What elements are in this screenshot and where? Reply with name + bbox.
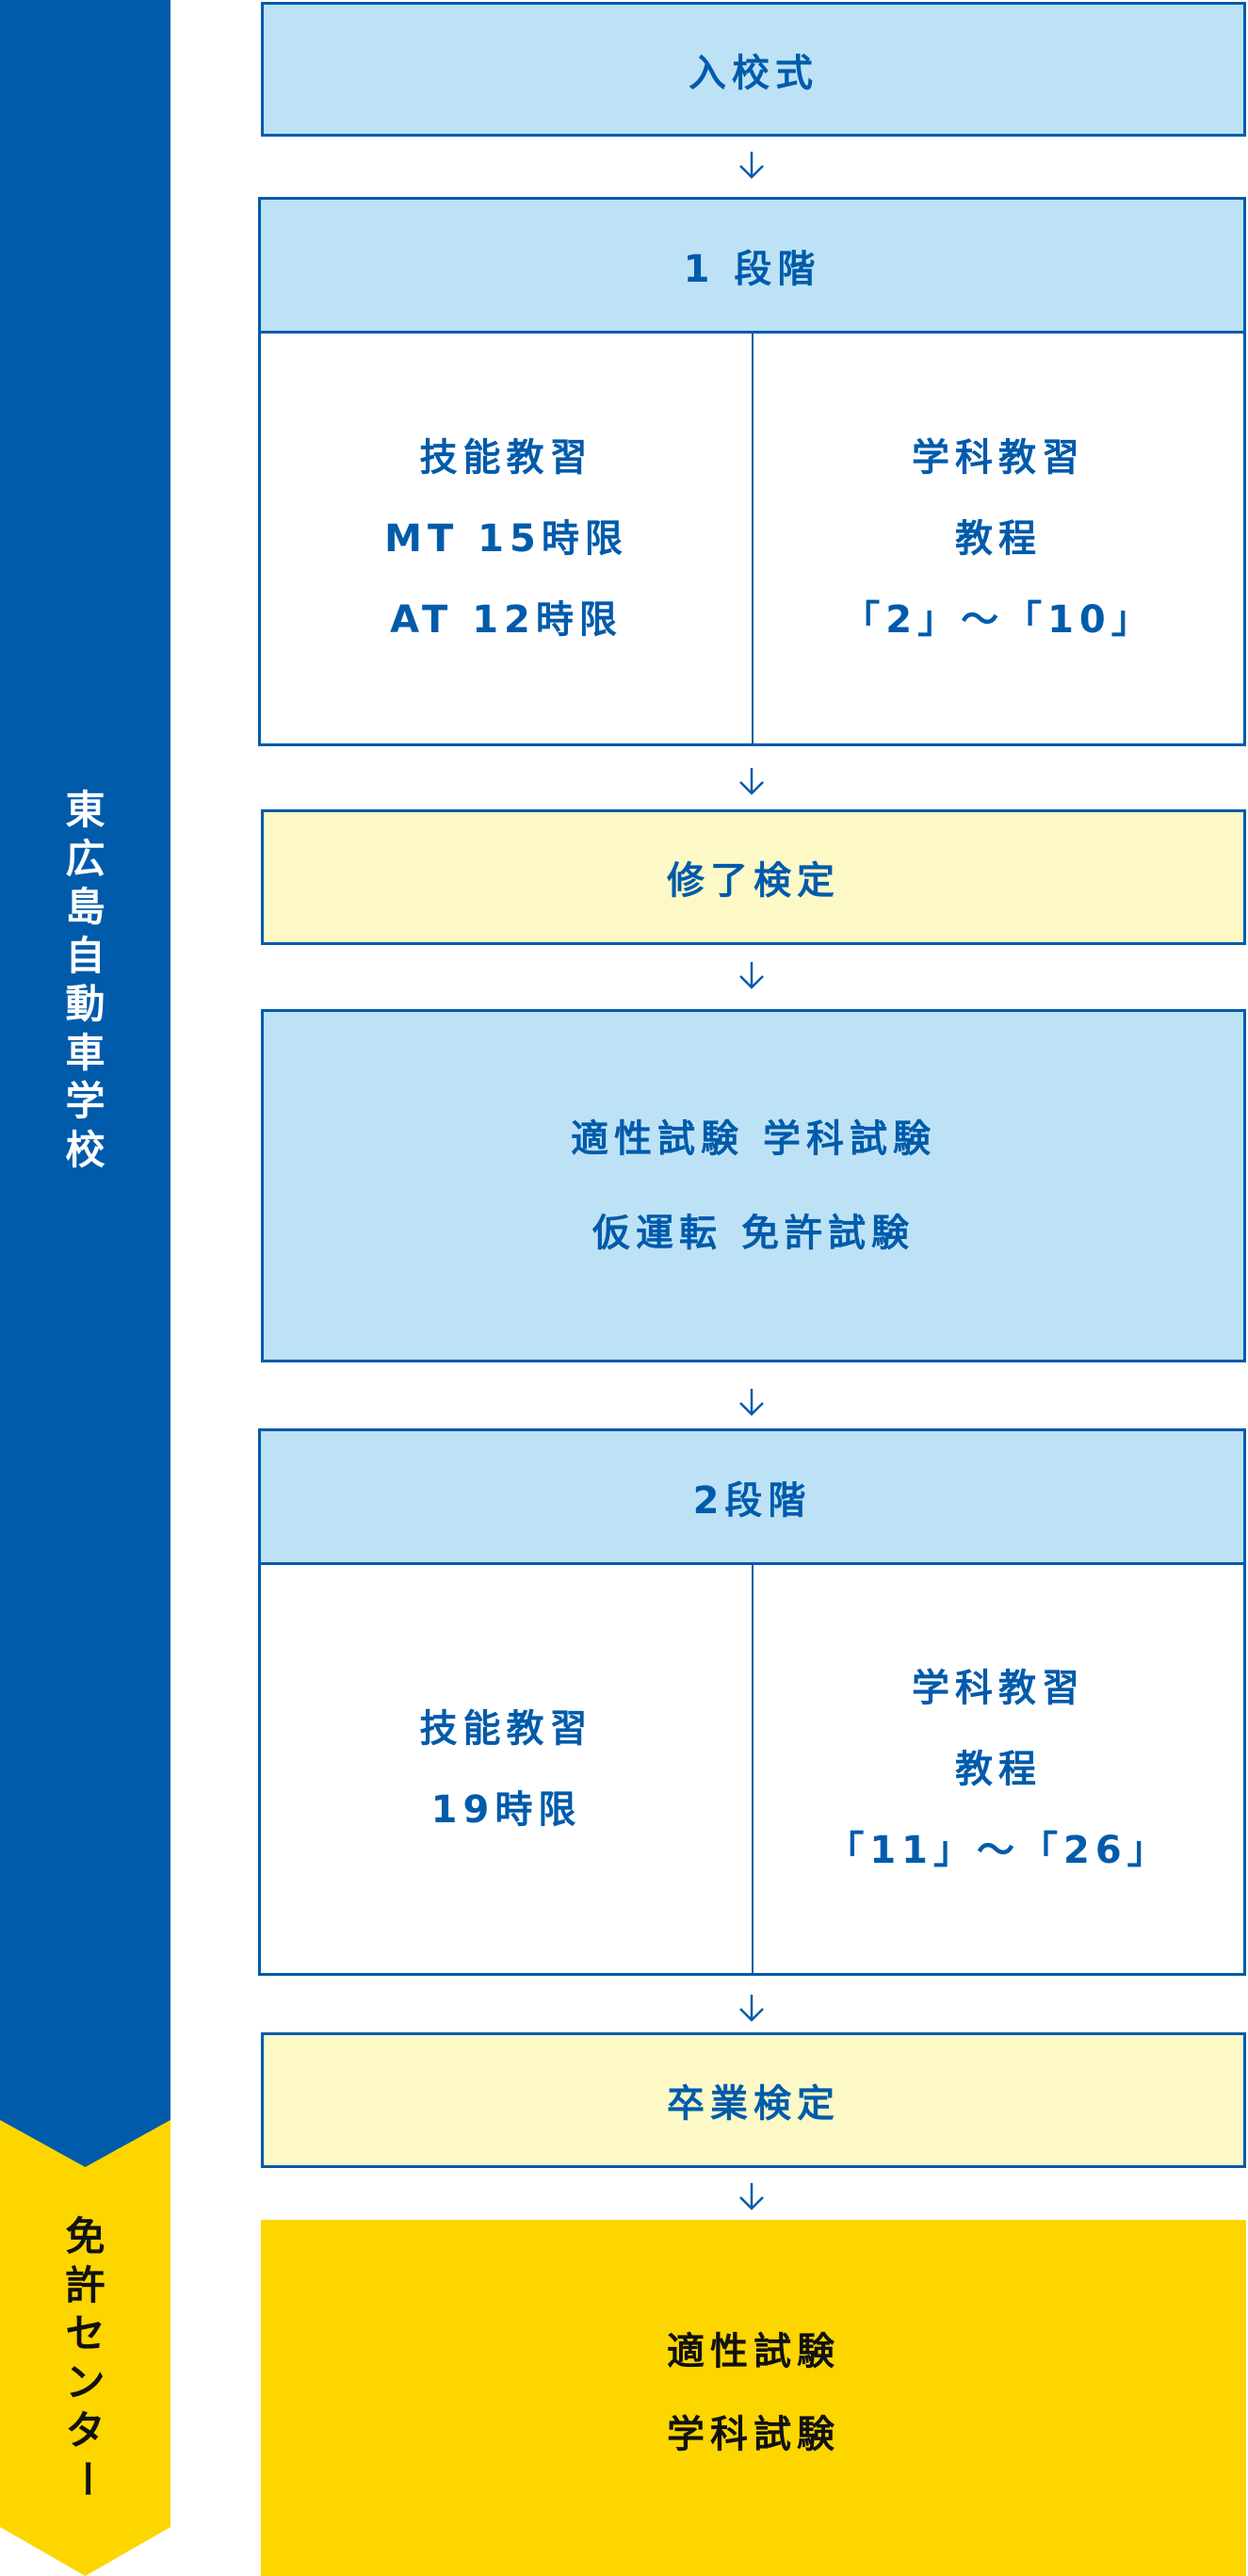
license-center-exams-line: 適性試験	[667, 2330, 840, 2373]
stage2-block: 2段階 技能教習 19時限 学科教習 教程 「11」～「26」	[258, 1428, 1246, 1976]
license-center-name-vertical: 免 許 セ ン タ ー	[0, 2212, 170, 2503]
school-name-vertical: 東 広 島 自 動 車 学 校	[0, 786, 170, 1174]
entrance-ceremony-box: 入校式	[261, 2, 1246, 137]
stage2-academic-line: 「11」～「26」	[826, 1828, 1171, 1872]
stage2-academic-line: 学科教習	[911, 1666, 1085, 1710]
down-arrow-icon	[739, 1995, 764, 2022]
stage1-practical-line: AT 12時限	[390, 597, 623, 642]
license-center-char: ー	[62, 2459, 109, 2499]
stage1-title: 1 段階	[683, 247, 821, 291]
school-char: 校	[65, 1126, 105, 1173]
stage1-block: 1 段階 技能教習 MT 15時限 AT 12時限 学科教習 教程 「2」～「1…	[258, 197, 1246, 746]
license-center-exams-box: 適性試験 学科試験	[261, 2220, 1246, 2576]
stage1-academic-lessons: 学科教習 教程 「2」～「10」	[754, 334, 1243, 743]
stage2-header: 2段階	[261, 1431, 1243, 1565]
completion-exam-box: 修了検定	[261, 809, 1246, 945]
stage1-body: 技能教習 MT 15時限 AT 12時限 学科教習 教程 「2」～「10」	[261, 334, 1243, 743]
down-arrow-icon	[739, 2183, 764, 2210]
stage1-header: 1 段階	[261, 200, 1243, 334]
stage2-academic-line: 教程	[954, 1747, 1042, 1791]
stage2-title: 2段階	[692, 1478, 812, 1523]
graduation-exam-box: 卒業検定	[261, 2032, 1246, 2168]
stage2-practical-lessons: 技能教習 19時限	[261, 1565, 754, 1973]
school-char: 島	[65, 884, 105, 930]
school-char: 車	[65, 1029, 105, 1076]
down-arrow-icon	[739, 768, 764, 795]
provisional-exams-line: 適性試験 学科試験	[571, 1117, 936, 1161]
license-center-char: セ	[65, 2310, 105, 2356]
entrance-ceremony-label: 入校式	[689, 51, 818, 95]
stage1-academic-line: 「2」～「10」	[842, 597, 1155, 642]
school-char: 動	[65, 981, 105, 1027]
school-char: 学	[65, 1078, 105, 1124]
stage1-practical-lessons: 技能教習 MT 15時限 AT 12時限	[261, 334, 754, 743]
stage2-body: 技能教習 19時限 学科教習 教程 「11」～「26」	[261, 1565, 1243, 1973]
stage1-academic-line: 教程	[955, 516, 1042, 561]
stage1-academic-line: 学科教習	[912, 435, 1085, 480]
stage2-academic-lessons: 学科教習 教程 「11」～「26」	[754, 1565, 1243, 1973]
stage2-practical-line: 19時限	[430, 1787, 582, 1832]
completion-exam-label: 修了検定	[667, 859, 840, 903]
provisional-exams-box: 適性試験 学科試験 仮運転 免許試験	[261, 1009, 1246, 1362]
sidebar-school-band: 東 広 島 自 動 車 学 校	[0, 0, 170, 2167]
license-center-char: タ	[65, 2407, 105, 2454]
license-center-char: ン	[65, 2358, 105, 2405]
school-char: 東	[65, 787, 105, 833]
license-center-exams-line: 学科試験	[667, 2413, 840, 2456]
down-arrow-icon	[739, 1389, 764, 1416]
down-arrow-icon	[739, 152, 764, 179]
graduation-exam-label: 卒業検定	[667, 2082, 840, 2126]
provisional-exams-line: 仮運転 免許試験	[592, 1211, 915, 1255]
stage1-practical-line: 技能教習	[419, 435, 593, 480]
stage1-practical-line: MT 15時限	[384, 516, 628, 561]
school-char: 広	[65, 835, 105, 882]
school-char: 自	[65, 932, 105, 979]
license-center-char: 許	[65, 2261, 105, 2308]
license-center-char: 免	[65, 2213, 105, 2259]
stage2-practical-line: 技能教習	[419, 1706, 593, 1751]
down-arrow-icon	[739, 962, 764, 989]
